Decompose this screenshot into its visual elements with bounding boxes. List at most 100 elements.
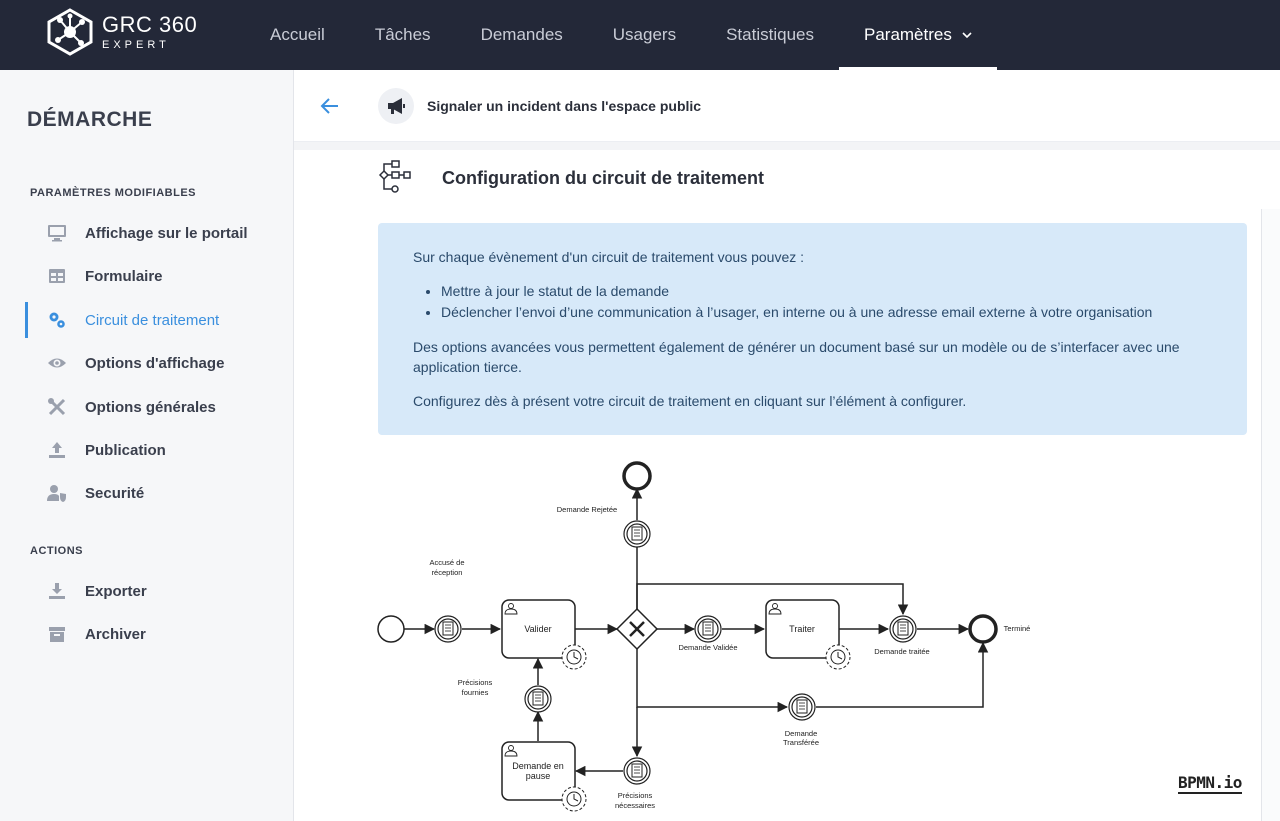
sidebar-item-label: Publication (85, 441, 166, 459)
event-demande-traitee[interactable] (889, 615, 917, 643)
end-event-rejetee[interactable] (622, 461, 652, 491)
eye-icon (48, 358, 66, 368)
nav-usagers[interactable]: Usagers (588, 0, 701, 70)
task-valider[interactable] (501, 599, 587, 670)
archive-icon (49, 627, 65, 642)
sidebar-item-securite[interactable]: Securité (25, 475, 285, 511)
event-label: Terminé (1004, 624, 1031, 633)
sidebar-item-options-affichage[interactable]: Options d'affichage (25, 345, 285, 381)
process-header: Signaler un incident dans l'espace publi… (294, 70, 1280, 142)
nav-taches[interactable]: Tâches (350, 0, 456, 70)
process-title: Signaler un incident dans l'espace publi… (427, 98, 702, 114)
nav-parametres[interactable]: Paramètres (838, 0, 997, 70)
exclusive-gateway[interactable] (615, 607, 659, 651)
app-name: GRC 360 (102, 11, 198, 37)
event-label: Demande traitée (874, 647, 929, 656)
sidebar-item-circuit-traitement[interactable]: Circuit de traitement (25, 302, 285, 338)
event-label: Demande Rejetée (557, 505, 617, 514)
bpmn-diagram[interactable]: Valider Traiter Demande en pause Accusé … (294, 450, 1254, 821)
gears-icon (49, 312, 65, 328)
event-label: Précisions (618, 791, 653, 800)
sidebar-title: DÉMARCHE (27, 108, 153, 131)
task-label: Valider (524, 624, 551, 634)
sidebar-item-affichage-portail[interactable]: Affichage sur le portail (25, 215, 285, 251)
sidebar-item-label: Options générales (85, 398, 216, 416)
event-accuse-reception[interactable] (434, 615, 462, 643)
task-label: Demande en (512, 761, 564, 771)
event-label: réception (432, 568, 463, 577)
sidebar-action-exporter[interactable]: Exporter (25, 573, 285, 609)
section-label-params: PARAMÈTRES MODIFIABLES (30, 187, 197, 199)
user-task-icon (504, 745, 518, 757)
info-bullet: Mettre à jour le statut de la demande (441, 281, 1212, 302)
info-bullet: Déclencher l’envoi d’une communication à… (441, 302, 1212, 323)
info-box: Sur chaque évènement d'un circuit de tra… (378, 223, 1247, 435)
back-arrow-icon[interactable] (318, 94, 342, 118)
upload-icon (49, 442, 65, 458)
app-subtitle: EXPERT (102, 38, 170, 51)
event-label: nécessaires (615, 801, 655, 810)
top-bar: GRC 360 EXPERT Accueil Tâches Demandes U… (0, 0, 1280, 70)
sidebar-item-label: Options d'affichage (85, 354, 225, 372)
event-label: Accusé de (429, 558, 464, 567)
nav-label: Statistiques (726, 25, 814, 44)
start-event[interactable] (377, 615, 405, 643)
form-icon (49, 269, 65, 283)
right-panel-edge (1261, 209, 1280, 821)
sidebar-item-publication[interactable]: Publication (25, 432, 285, 468)
workflow-icon (378, 160, 411, 193)
info-list: Mettre à jour le statut de la demande Dé… (441, 281, 1212, 323)
nav-label: Tâches (374, 25, 431, 44)
event-label: Demande (785, 729, 818, 738)
tools-icon (48, 398, 66, 416)
main-nav: Accueil Tâches Demandes Usagers Statisti… (245, 0, 997, 70)
task-label: Traiter (789, 624, 815, 634)
nav-label: Demandes (480, 25, 563, 44)
section-title: Configuration du circuit de traitement (442, 168, 765, 188)
chevron-down-icon (962, 32, 972, 39)
sidebar-item-formulaire[interactable]: Formulaire (25, 258, 285, 294)
sidebar-item-options-generales[interactable]: Options générales (25, 389, 285, 425)
nav-label: Usagers (612, 25, 677, 44)
user-task-icon (504, 603, 518, 615)
event-label: Transférée (783, 738, 819, 747)
sidebar-item-label: Circuit de traitement (85, 311, 220, 329)
logo-icon (47, 8, 93, 56)
sidebar: DÉMARCHE PARAMÈTRES MODIFIABLES Affichag… (0, 70, 294, 821)
app-logo[interactable]: GRC 360 EXPERT (46, 8, 197, 56)
user-shield-icon (47, 485, 66, 502)
event-label: fournies (462, 688, 489, 697)
sidebar-item-label: Exporter (85, 582, 147, 600)
nav-statistiques[interactable]: Statistiques (701, 0, 839, 70)
sidebar-item-label: Formulaire (85, 267, 163, 285)
end-event-termine[interactable] (968, 614, 998, 644)
event-demande-transferee[interactable] (788, 693, 816, 721)
download-icon (49, 583, 65, 599)
task-label: pause (526, 771, 551, 781)
task-demande-en-pause[interactable] (501, 741, 587, 812)
sidebar-action-archiver[interactable]: Archiver (25, 616, 285, 652)
info-advanced: Des options avancées vous permettent éga… (413, 339, 1180, 375)
sidebar-item-label: Affichage sur le portail (85, 224, 248, 242)
task-traiter[interactable] (765, 599, 851, 670)
event-precisions-fournies[interactable] (524, 685, 552, 713)
process-avatar (378, 88, 414, 124)
megaphone-icon (388, 98, 405, 114)
nav-demandes[interactable]: Demandes (456, 0, 588, 70)
nav-accueil[interactable]: Accueil (245, 0, 350, 70)
monitor-icon (48, 225, 66, 242)
event-demande-validee[interactable] (694, 615, 722, 643)
header-divider (294, 142, 1280, 150)
event-label: Précisions (458, 678, 493, 687)
event-precisions-necessaires[interactable] (623, 757, 651, 785)
info-intro: Sur chaque évènement d'un circuit de tra… (413, 249, 805, 265)
bpmn-io-logo[interactable]: BPMN.io (1178, 773, 1242, 794)
user-task-icon (768, 603, 782, 615)
sidebar-item-label: Archiver (85, 625, 146, 643)
sidebar-item-label: Securité (85, 484, 145, 502)
event-demande-rejetee[interactable] (623, 520, 651, 548)
event-label: Demande Validée (678, 643, 737, 652)
section-label-actions: ACTIONS (30, 545, 83, 557)
nav-label: Accueil (270, 25, 325, 44)
nav-label: Paramètres (863, 25, 952, 44)
